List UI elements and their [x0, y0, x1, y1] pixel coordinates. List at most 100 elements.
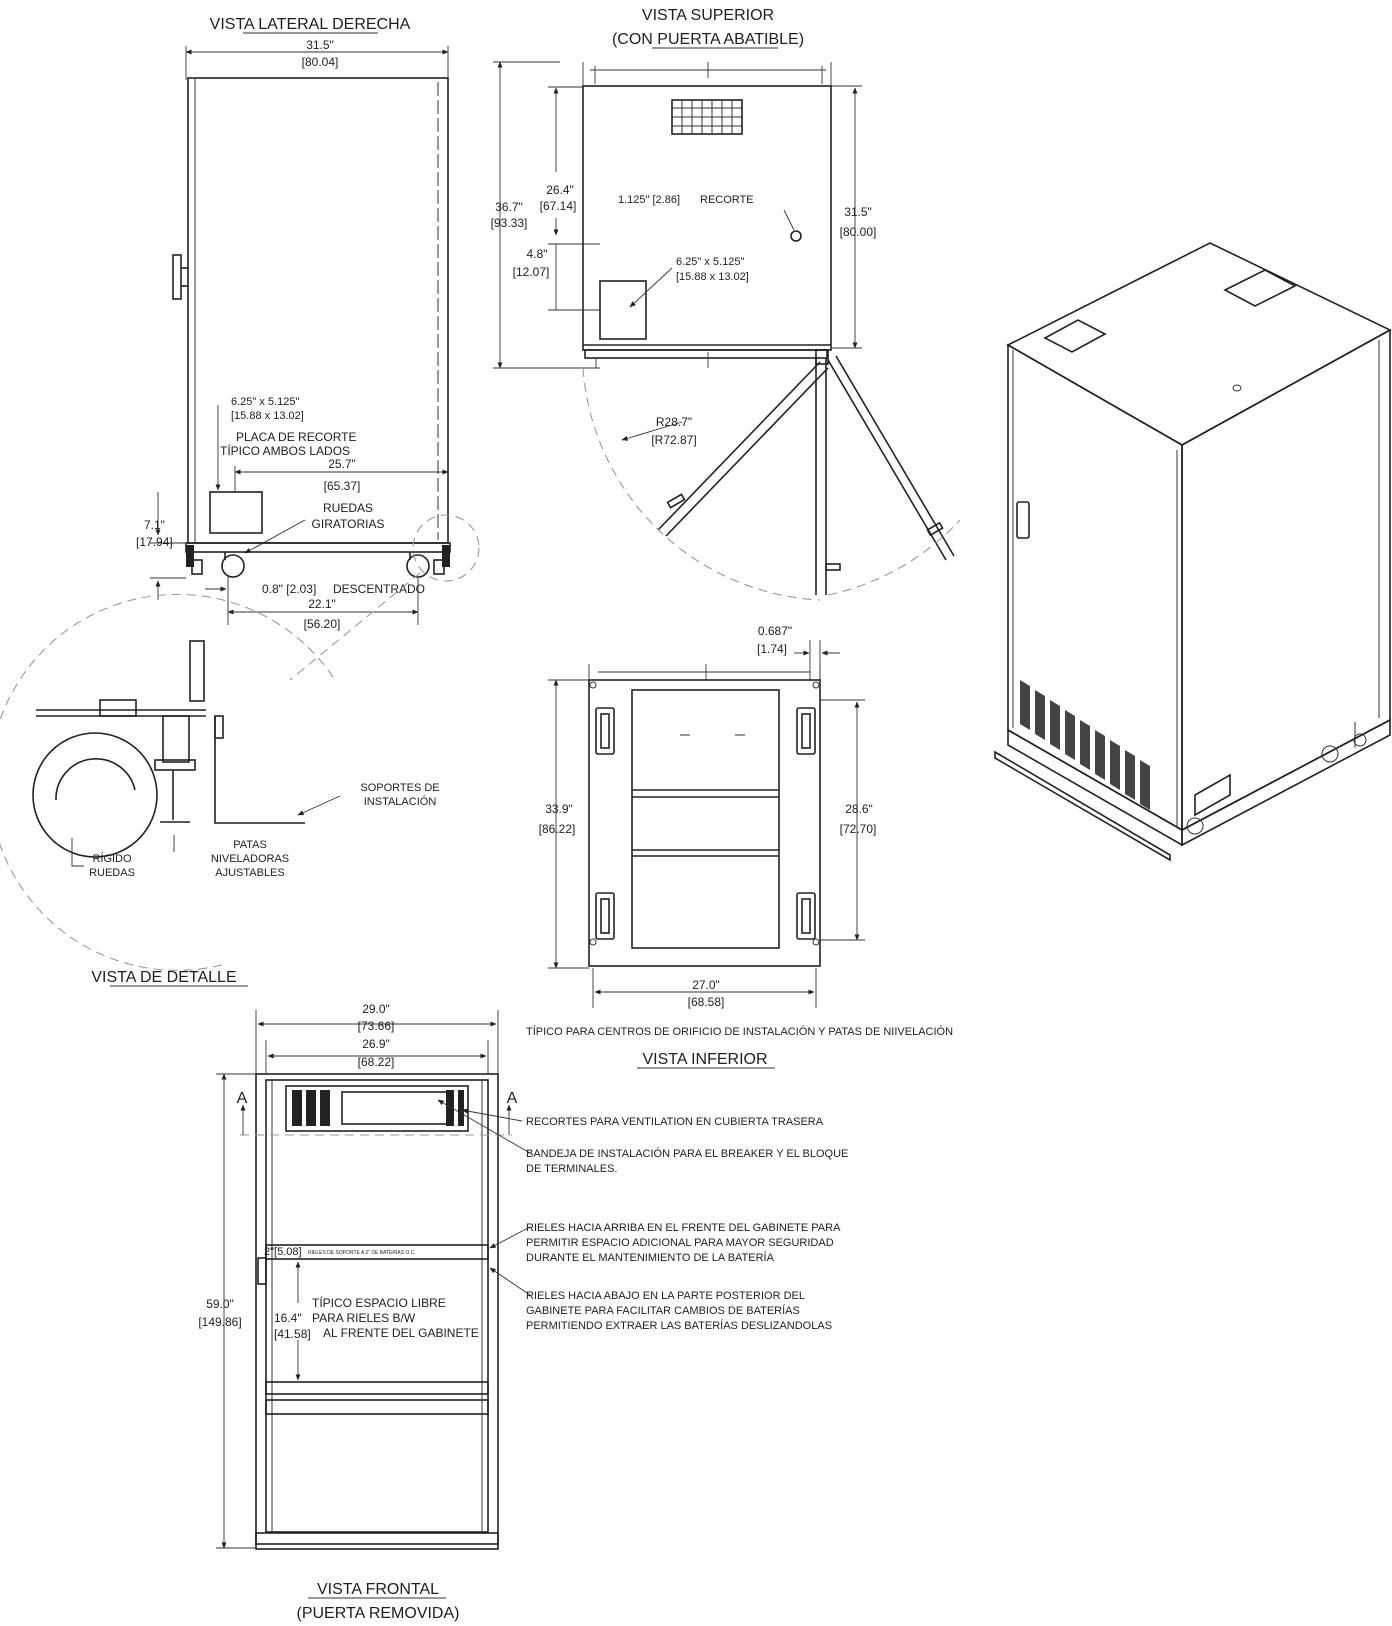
bottom-gap-in: 0.687"	[758, 624, 792, 638]
note-down-2: GABINETE PARA FACILITAR CAMBIOS DE BATER…	[526, 1304, 800, 1317]
note-up-3: DURANTE EL MANTENIMIENTO DE LA BATERÍA	[526, 1251, 775, 1264]
isometric-cabinet	[994, 242, 1392, 862]
top-knockout-plate	[599, 280, 647, 340]
front-notes: RECORTES PARA VENTILATION EN CUBIERTA TR…	[526, 1116, 848, 1332]
detail-legs-1: PATAS	[233, 839, 267, 851]
top-depth-cm: [93.33]	[491, 216, 528, 230]
side-width-cm: [80.04]	[302, 55, 339, 69]
note-up-1: RIELES HACIA ARRIBA EN EL FRENTE DEL GAB…	[526, 1222, 841, 1234]
top-plate-in: 6.25" x 5.125"	[676, 256, 744, 268]
iso-top-face	[1006, 242, 1392, 446]
note-down-3: PERMITIENDO EXTRAER LAS BATERÍAS DESLIZA…	[526, 1319, 832, 1332]
bottom-width-in: 27.0"	[692, 978, 720, 992]
top-dim-26-cm: [67.14]	[540, 199, 577, 213]
side-view-title: VISTA LATERAL DERECHA	[210, 16, 411, 33]
bottom-inner-in: 28.6"	[845, 802, 873, 816]
detail-view: SOPORTES DE INSTALACIÓN PATAS NIVELADORA…	[0, 593, 440, 987]
iso-side-face	[1181, 328, 1391, 832]
front-view-title-1: VISTA FRONTAL	[317, 1581, 439, 1598]
note-tray-1: BANDEJA DE INSTALACIÓN PARA EL BREAKER Y…	[526, 1147, 848, 1160]
side-wheel-span-in: 22.1"	[308, 597, 336, 611]
iso-top-vent	[1223, 269, 1297, 307]
side-plate-note-1: PLACA DE RECORTE	[236, 430, 356, 444]
side-plate-note-2: TÍPICO AMBOS LADOS	[220, 443, 350, 458]
bottom-depth-cm: [86.22]	[539, 822, 576, 836]
bottom-view: 0.687" [1.74] 33.9" [86.22] 28.6" [72.70…	[526, 624, 953, 1069]
front-height-in: 59.0"	[206, 1297, 234, 1311]
top-depth-in: 36.7"	[495, 200, 523, 214]
bottom-gap-cm: [1.74]	[757, 642, 787, 656]
front-height-cm: [149.86]	[198, 1315, 241, 1329]
top-dim-26-in: 26.4"	[546, 183, 574, 197]
bottom-view-title: VISTA INFERIOR	[642, 1051, 767, 1068]
top-dim-4-cm: [12.07]	[513, 265, 550, 279]
front-vent-left	[292, 1090, 330, 1126]
side-knockout-plate	[209, 491, 263, 534]
top-vent-grid	[671, 99, 743, 135]
detail-legs-2: NIVELADORAS	[211, 853, 289, 865]
bottom-leveler-bl	[595, 892, 615, 940]
front-clear-cm: [41.58]	[274, 1327, 311, 1341]
side-height-cm: [17.94]	[136, 535, 173, 549]
front-inner-w-cm: [68.22]	[358, 1055, 395, 1069]
iso-front-louvres	[1020, 680, 1150, 810]
detail-legs-3: AJUSTABLES	[215, 867, 285, 879]
top-radius-cm: [R72.87]	[651, 433, 696, 447]
front-outer-w-cm: [73.66]	[358, 1019, 395, 1033]
top-radius-in: R28.7"	[656, 415, 692, 429]
note-up-2: PERMITIR ESPACIO ADICIONAL PARA MAYOR SE…	[526, 1237, 834, 1249]
top-plate-cm: [15.88 x 13.02]	[676, 271, 749, 283]
top-knockout: 1.125" [2.86]	[618, 194, 680, 206]
front-rail-small: RIELES DE SOPORTE A 2" DE BATERÍAS O.C.	[308, 1249, 416, 1256]
front-clear-1: TÍPICO ESPACIO LIBRE	[312, 1295, 446, 1310]
top-knockout-hole	[790, 230, 802, 242]
side-wheel-span-cm: [56.20]	[304, 617, 341, 631]
top-width-cm: [80.00]	[840, 225, 877, 239]
front-view: 29.0" [73.66] 26.9" [68.22] A A 2"[5	[198, 1002, 531, 1622]
front-view-title-2: (PUERTA REMOVIDA)	[297, 1605, 460, 1622]
side-casters-1: RUEDAS	[323, 501, 373, 515]
detail-view-title: VISTA DE DETALLE	[91, 969, 236, 986]
bottom-leveler-tl	[595, 707, 615, 755]
front-breaker-tray	[285, 1085, 469, 1132]
detail-brackets-1: SOPORTES DE	[360, 782, 439, 794]
front-inner-w-in: 26.9"	[362, 1037, 390, 1051]
front-rail-lower	[265, 1399, 489, 1415]
bottom-note: TÍPICO PARA CENTROS DE ORIFICIO DE INSTA…	[526, 1025, 953, 1038]
front-clear-in: 16.4"	[274, 1311, 302, 1325]
top-dim-4-in: 4.8"	[527, 247, 548, 261]
bottom-inner-cm: [72.70]	[840, 822, 877, 836]
side-door-handle	[172, 254, 182, 300]
bottom-depth-in: 33.9"	[545, 802, 573, 816]
note-vent: RECORTES PARA VENTILATION EN CUBIERTA TR…	[526, 1116, 824, 1128]
section-mark-right: A	[507, 1090, 518, 1107]
side-width-in: 31.5"	[306, 38, 334, 52]
side-cabinet-body	[187, 77, 449, 544]
detail-rigid-2: RUEDAS	[89, 867, 135, 879]
detail-brackets-2: INSTALACIÓN	[364, 795, 437, 808]
side-offset-label: DESCENTRADO	[333, 582, 425, 596]
bottom-base-outline	[588, 679, 821, 967]
front-clear-3: AL FRENTE DEL GABINETE	[323, 1326, 479, 1340]
front-rail-middle	[265, 1381, 489, 1395]
side-plate-dist-cm: [65.37]	[324, 479, 361, 493]
note-down-1: RIELES HACIA ABAJO EN LA PARTE POSTERIOR…	[526, 1290, 805, 1302]
bottom-leveler-br	[796, 892, 816, 940]
front-clear-2: PARA RIELES B/W	[312, 1311, 416, 1325]
bottom-width-cm: [68.58]	[688, 995, 725, 1009]
side-casters-2: GIRATORIAS	[312, 517, 385, 531]
front-outer-w-in: 29.0"	[362, 1002, 390, 1016]
side-height-in: 7.1"	[144, 518, 165, 532]
top-knockout-label: RECORTE	[700, 194, 754, 206]
top-view: VISTA SUPERIOR (CON PUERTA ABATIBLE)	[491, 7, 961, 601]
top-view-title-2: (CON PUERTA ABATIBLE)	[612, 31, 804, 48]
detail-rigid-1: RÍGIDO	[92, 852, 132, 865]
top-view-title-1: VISTA SUPERIOR	[642, 7, 774, 24]
iso-door-handle	[1016, 501, 1030, 539]
section-mark-left: A	[237, 1090, 248, 1107]
top-width-in: 31.5"	[844, 205, 872, 219]
front-rail-upper	[265, 1244, 489, 1260]
front-vent-right	[446, 1090, 464, 1126]
front-cabinet-frame	[255, 1073, 499, 1545]
